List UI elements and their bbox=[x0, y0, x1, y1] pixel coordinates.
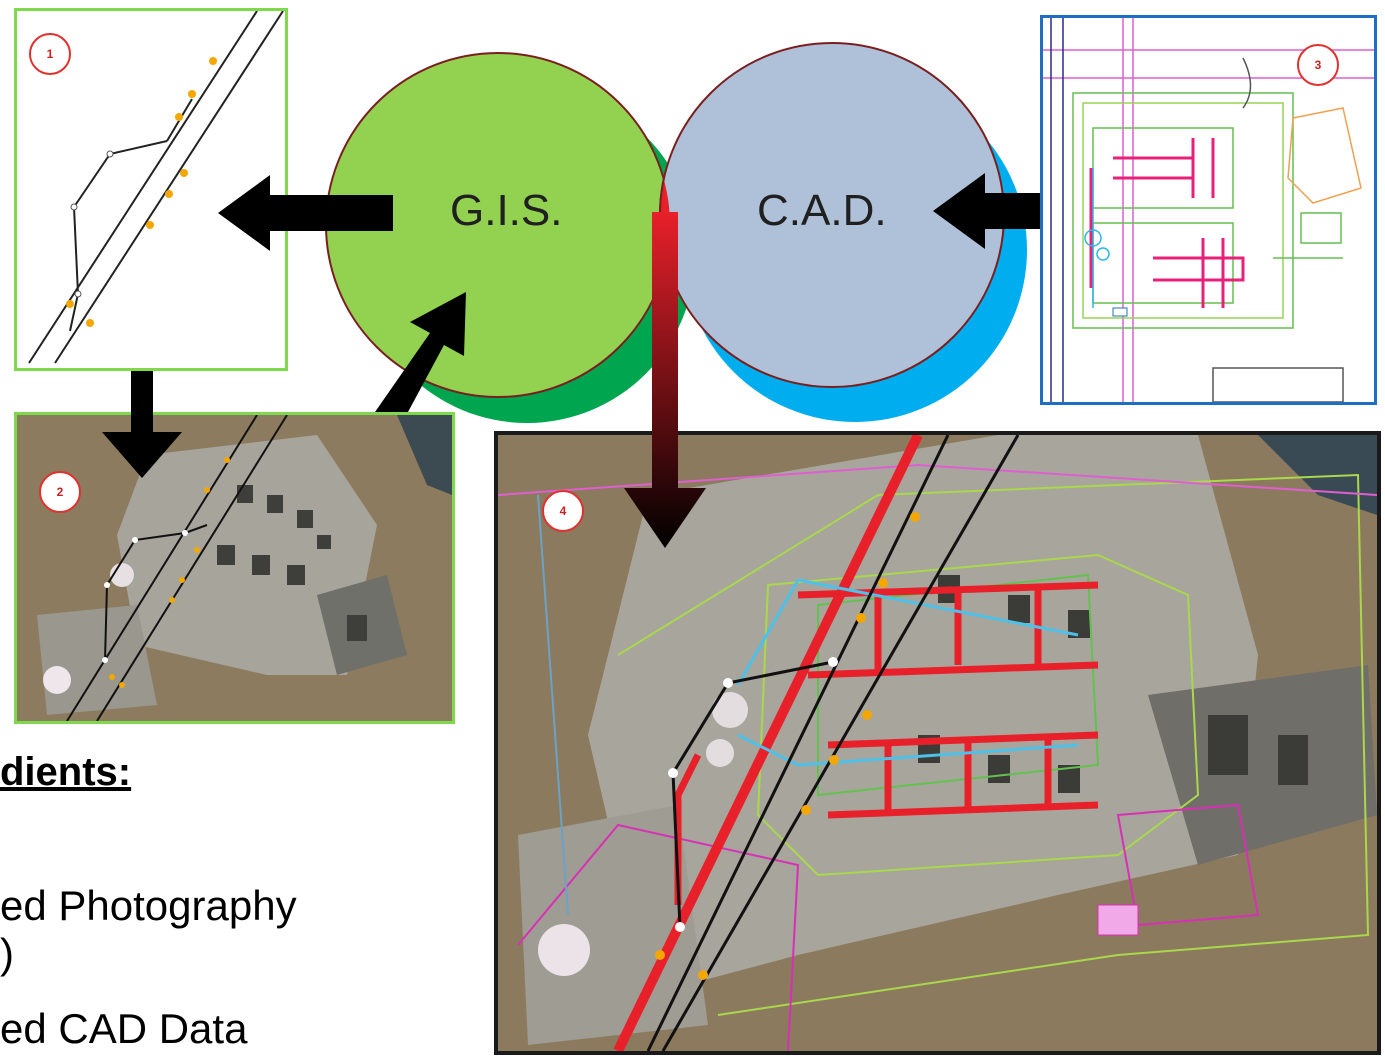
aerial-photo-with-cad-overlay bbox=[498, 435, 1377, 1051]
panel-3-number-badge: 3 bbox=[1297, 44, 1339, 86]
panel-1-line-drawing: 1 bbox=[14, 8, 288, 371]
pipeline-sketch bbox=[28, 11, 284, 364]
text-line-cad-data: ed CAD Data bbox=[0, 1005, 248, 1052]
panel-2-to-gis-arrow bbox=[375, 292, 466, 412]
text-line-photography: ed Photography bbox=[0, 882, 297, 929]
gis-circle-shadow bbox=[359, 87, 695, 423]
panel-4-number-badge: 4 bbox=[542, 490, 584, 532]
panel-3-to-cad-arrow bbox=[933, 173, 1040, 249]
panel-4-combined-overlay: 4 bbox=[494, 431, 1381, 1055]
gis-label: G.I.S. bbox=[450, 186, 563, 235]
panel-1-number-badge: 1 bbox=[29, 33, 71, 75]
cad-site-plan bbox=[1043, 18, 1374, 402]
aerial-photo-small bbox=[17, 415, 452, 721]
ingredients-heading: dients: bbox=[0, 750, 132, 794]
cad-circle-shadow bbox=[683, 78, 1027, 422]
cad-label: C.A.D. bbox=[757, 186, 887, 235]
panel-2-aerial-photo: 2 bbox=[14, 412, 455, 724]
panel-2-number-badge: 2 bbox=[39, 471, 81, 513]
panel-3-cad-drawing: 3 bbox=[1040, 15, 1377, 405]
text-line-paren: ) bbox=[0, 930, 14, 977]
